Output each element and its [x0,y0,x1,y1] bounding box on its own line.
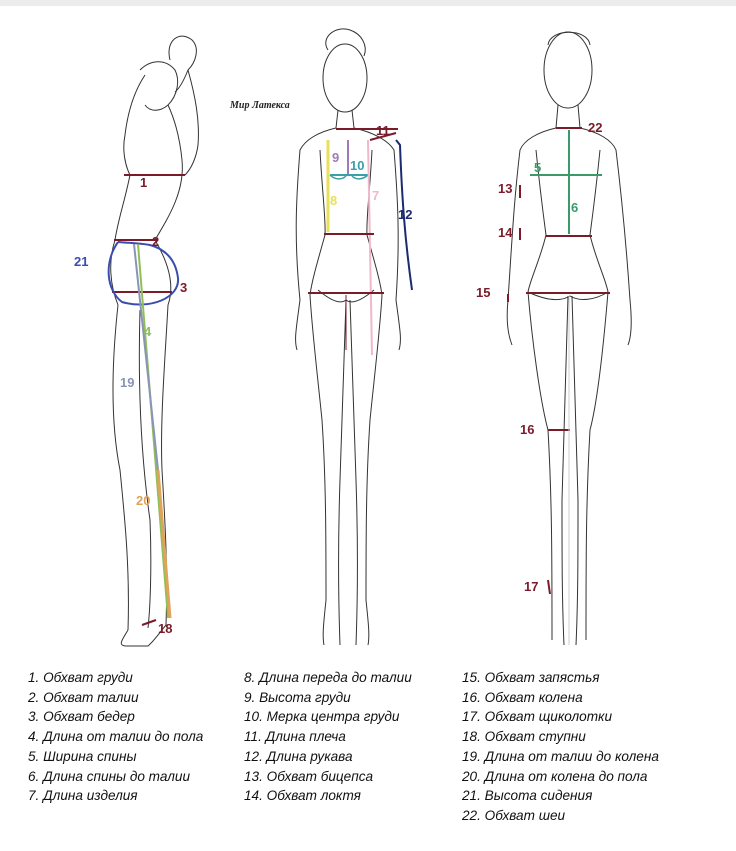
legend-item: 10. Мерка центра груди [244,709,400,725]
back-figure [506,31,632,646]
front-figure [295,28,401,646]
legend-item: 6. Длина спины до талии [28,768,191,784]
legend-item: 1. Обхват груди [28,670,133,685]
label-8: 8 [330,193,337,208]
label-10: 10 [350,158,364,173]
legend-item: 21. Высота сидения [462,788,593,804]
label-1: 1 [140,175,147,190]
legend-item: 9. Высота груди [244,689,351,705]
legend-item: 13. Обхват бицепса [244,768,374,784]
legend-item: 4. Длина от талии до пола [28,729,204,745]
legend-item: 2. Обхват талии [28,689,139,705]
label-9: 9 [332,150,339,165]
label-16: 16 [520,422,534,437]
legend-item: 11. Длина плеча [244,729,346,745]
label-11: 11 [376,123,390,138]
label-21: 21 [74,254,88,269]
legend-column-3: 15. Обхват запястья 16. Обхват колена 17… [462,668,659,826]
label-5: 5 [534,160,541,175]
label-18: 18 [158,621,172,636]
label-4: 4 [144,324,152,339]
side-figure [110,35,199,647]
legend-item: 22. Обхват шеи [462,807,566,823]
legend-column-2: 8. Длина переда до талии 9. Высота груди… [244,668,412,806]
legend-item: 18. Обхват ступни [462,729,586,745]
label-20: 20 [136,493,150,508]
measurement-lines [107,127,610,645]
top-border [0,0,736,6]
legend-item: 19. Длина от талии до колена [462,748,659,764]
label-15: 15 [476,285,490,300]
legend-item: 20. Длина от колена до пола [462,768,648,784]
legend-item: 15. Обхват запястья [462,670,600,685]
label-17: 17 [524,579,538,594]
legend-item: 14. Обхват локтя [244,788,361,804]
label-13: 13 [498,181,512,196]
legend-item: 7. Длина изделия [28,788,138,804]
label-3: 3 [180,280,187,295]
label-12: 12 [398,207,412,222]
legend-item: 5. Ширина спины [28,748,137,764]
measurement-labels: 1 2 3 4 5 6 7 8 9 10 11 12 13 14 15 16 1… [74,120,602,636]
label-2: 2 [152,234,159,249]
measurement-figures: Мир Латекса 1 2 3 4 5 6 7 8 9 10 11 12 1… [74,28,632,647]
legend-column-1: 1. Обхват груди 2. Обхват талии 3. Обхва… [28,668,203,806]
legend-item: 3. Обхват бедер [28,709,135,725]
legend-item: 16. Обхват колена [462,689,583,705]
legend-item: 17. Обхват щиколотки [462,709,613,725]
label-7: 7 [372,188,379,203]
label-19: 19 [120,375,134,390]
legend-item: 8. Длина переда до талии [244,670,412,685]
watermark-text: Мир Латекса [229,100,290,111]
legend-item: 12. Длина рукава [244,748,353,764]
label-6: 6 [571,200,578,215]
label-22: 22 [588,120,602,135]
label-14: 14 [498,225,513,240]
